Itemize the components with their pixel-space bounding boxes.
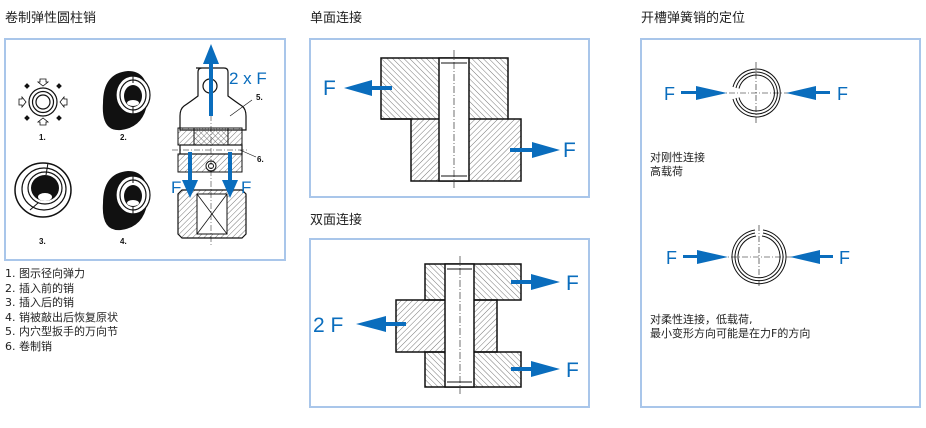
force-arrow-left (786, 86, 830, 100)
figure-number-1: 1. (39, 133, 46, 142)
force-arrow-left (344, 80, 392, 96)
figure-number-4: 4. (120, 237, 127, 246)
force-label-F-right-bottom: F (566, 359, 579, 382)
double-shear-title: 双面连接 (310, 213, 363, 228)
force-arrow-left (790, 250, 833, 264)
coiled-pin-title: 卷制弹性圆柱销 (5, 11, 97, 26)
legend-item: 1. 图示径向弹力 (5, 267, 85, 280)
coiled-pin-after-removal-figure: 4. (102, 171, 151, 246)
force-arrow-right (510, 142, 560, 158)
force-arrow-right (683, 250, 728, 264)
force-arrow-up (203, 44, 219, 116)
figure-number-3: 3. (39, 237, 46, 246)
slot-position-rigid-figure: F F (664, 62, 848, 124)
force-label-F-right: F (839, 248, 850, 268)
force-arrow-right (681, 86, 727, 100)
coiled-pin-radial-force-figure: 1. (18, 78, 68, 142)
note-line: 对刚性连接 (650, 151, 705, 164)
force-label-F-right: F (241, 178, 251, 197)
note-line: 高载荷 (650, 165, 683, 178)
rigid-connection-note: 对刚性连接 高载荷 (650, 151, 705, 179)
force-label-2F-left: 2 F (313, 314, 343, 337)
figure-number-2: 2. (120, 133, 127, 142)
legend-item: 4. 销被敲出后恢复原状 (5, 310, 118, 324)
force-label-F-left: F (323, 77, 336, 100)
force-arrow-left (356, 316, 406, 332)
single-shear-figure: F F (323, 50, 576, 188)
legend-item: 3. 插入后的销 (5, 296, 74, 309)
slot-position-figure-box (640, 38, 921, 408)
figure-number-6: 6. (257, 155, 264, 164)
force-arrow-down-left (182, 152, 198, 198)
force-arrow-right-top (511, 274, 560, 290)
legend-item: 2. 插入前的销 (5, 281, 74, 295)
slot-position-title: 开槽弹簧销的定位 (641, 11, 746, 26)
coiled-pin-after-insertion-figure: 3. (14, 162, 72, 246)
note-line: 对柔性连接，低载荷, (650, 313, 753, 326)
force-label-F-left: F (171, 178, 181, 197)
note-line: 最小变形方向可能是在力F的方向 (650, 327, 811, 340)
force-label-F-right-top: F (566, 272, 579, 295)
legend-item: 5. 内穴型扳手的万向节 (5, 325, 118, 338)
force-arrow-right-bottom (511, 361, 560, 377)
coiled-pin-before-insertion-figure: 2. (102, 71, 151, 142)
universal-joint-figure: 5. 6. 2 x F F F (171, 44, 267, 245)
force-label-F-left: F (666, 248, 677, 268)
flexible-connection-note: 对柔性连接，低载荷, 最小变形方向可能是在力F的方向 (650, 313, 810, 341)
figure-number-5: 5. (256, 93, 263, 102)
force-arrow-down-right (222, 152, 238, 198)
force-label-2xF: 2 x F (229, 69, 267, 88)
force-label-F-right: F (837, 84, 848, 104)
force-label-F-right: F (563, 139, 576, 162)
single-shear-title: 单面连接 (310, 11, 363, 26)
legend-item: 6. 卷制销 (5, 339, 52, 353)
force-label-F-left: F (664, 84, 675, 104)
coiled-pin-legend: 1. 图示径向弹力 2. 插入前的销 3. 插入后的销 4. 销被敲出后恢复原状… (5, 267, 118, 354)
double-shear-figure: 2 F F F (313, 256, 579, 394)
slot-position-flexible-figure: F F (666, 225, 850, 288)
